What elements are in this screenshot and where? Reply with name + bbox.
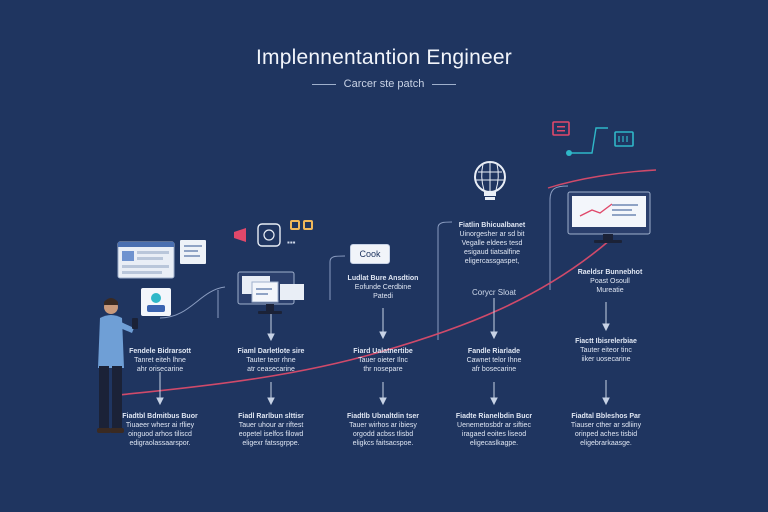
- mid-label-col3: Fiard Ualatnertibe Tauer oieter Ilnc thr…: [333, 347, 433, 374]
- network-nodes-icon: [552, 121, 634, 156]
- bottom-label-line: eligexr fatssgrppe.: [242, 440, 300, 447]
- bottom-label-title: Fiadl Rarlbun slttisr: [238, 413, 304, 420]
- arrowhead-col4-b: [490, 397, 498, 406]
- bottom-label-col1: Fiadtbl Bdmitbus Buor Tiuaeer whesr ai r…: [110, 412, 210, 448]
- bottom-label-line: Tauer wirhos ar ibiesy: [349, 422, 417, 429]
- top-label-col4: Fiatlin Bhicualbanet Uinorgesher ar sd b…: [442, 221, 542, 266]
- connector-3: [329, 255, 346, 300]
- top-label-title: Raeldsr Bunnebhot: [577, 269, 643, 276]
- document-card-icon: [180, 240, 206, 264]
- bottom-label-line: oinguod arhos tiliscd: [128, 431, 192, 438]
- bottom-label-line: iragaed eoites liseod: [461, 431, 527, 438]
- bottom-label-line: eligecaslkagpe.: [469, 440, 519, 447]
- arrowhead-col5-a: [602, 323, 610, 332]
- engineer-person-figure: [97, 298, 138, 433]
- bottom-label-line: eligkcs faitsacspoe.: [352, 440, 414, 447]
- bottom-label-title: Fiadte Rianelbdin Bucr: [455, 413, 533, 420]
- bottom-label-col2: Fiadl Rarlbun slttisr Tauer uhour ar rif…: [221, 412, 321, 448]
- bottom-label-line: edigraolassaarspor.: [129, 440, 191, 447]
- career-path-curve: [117, 239, 611, 396]
- arrowhead-col3-b: [379, 397, 387, 406]
- branch-connectors: [159, 185, 569, 340]
- bottom-label-col3: Fiadtlb Ubnaltdin tser Tauer wirhos ar i…: [333, 412, 433, 448]
- mid-label-line: iiker uosecarine: [581, 356, 631, 363]
- top-label-line: esigaud tiatsalfine: [463, 249, 521, 256]
- page-subtitle: Carcer ste patch: [343, 78, 425, 90]
- mid-label-col2: Fiaml Darletlote sire Tauter teor rhne a…: [221, 347, 321, 374]
- bottom-label-line: orinped aches tisbid: [574, 431, 638, 438]
- mid-label-title: Fiard Ualatnertibe: [353, 348, 413, 355]
- mid-label-line: Tauter teor rhne: [246, 357, 296, 364]
- top-label-line: Patedi: [373, 293, 393, 300]
- mid-label-line: Tanret eiteh lhne: [134, 357, 186, 364]
- bottom-label-title: Fiadtbl Bdmitbus Buor: [122, 413, 198, 420]
- mid-label-line: Tauter eiteor tinc: [580, 347, 632, 354]
- connector-5: [549, 185, 569, 290]
- arrowhead-col5-b: [602, 397, 610, 406]
- top-label-line: eligercassgaspet,: [464, 258, 520, 265]
- connector-1: [159, 286, 226, 319]
- profile-card-icon: [141, 288, 171, 316]
- mid-label-col4: Fandle Riarlade Cawnet telor Ihne afr bo…: [444, 347, 544, 374]
- laptop-stack-icon: [237, 271, 304, 314]
- mid-label-title: Fiaml Darletlote sire: [237, 348, 305, 355]
- mid-label-title: Fandle Riarlade: [467, 348, 521, 355]
- arrowhead-col1-a: [156, 397, 164, 406]
- subtitle-dash-left: [311, 83, 336, 85]
- lightbulb-icon: [474, 161, 506, 200]
- arrowhead-col3-a: [379, 331, 387, 340]
- bottom-label-title: Fiadtlb Ubnaltdin tser: [347, 413, 419, 420]
- career-path-top-curve: [547, 169, 657, 189]
- mid-label-line: Cawnet telor Ihne: [466, 357, 522, 364]
- monitor-caption: Corycr Sloat: [471, 288, 516, 297]
- mid-label-title: Fendele Bidrarsott: [129, 348, 191, 355]
- bottom-label-line: Tiuaeer whesr ai rfliey: [125, 422, 195, 429]
- mid-label-col1: Fendele Bidrarsott Tanret eiteh lhne ahr…: [110, 347, 210, 374]
- bottom-label-col4: Fiadte Rianelbdin Bucr Uenemetosbdr ar s…: [444, 412, 544, 448]
- bottom-label-line: Tauer uhour ar riftest: [238, 422, 304, 429]
- top-label-col3: Ludlat Bure Ansdtion Eofunde Cerdbine Pa…: [333, 274, 433, 301]
- top-label-line: Eofunde Cerdbine: [354, 284, 412, 291]
- mid-label-line: thr nosepare: [363, 366, 403, 373]
- mid-label-line: ahr orisecarine: [136, 366, 184, 373]
- mid-label-line: Tauer oieter Ilnc: [358, 357, 408, 364]
- bottom-label-col5: Fiadtal Bbleshos Par Tiauser cther ar sd…: [556, 412, 656, 448]
- bottom-label-line: orgodd acbss tlisbd: [352, 431, 414, 438]
- bottom-label-line: Tiauser cther ar sdliiny: [570, 422, 642, 429]
- arrowhead-col2-b: [267, 397, 275, 406]
- top-label-line: Poast Osoull: [590, 278, 630, 285]
- bottom-label-line: eligebrarkaasge.: [580, 440, 632, 447]
- subtitle-dash-right: [432, 83, 457, 85]
- mid-label-title: Fiactt Ibisrelerbiae: [575, 338, 637, 345]
- top-label-col5: Raeldsr Bunnebhot Poast Osoull Mureatie: [560, 268, 660, 295]
- arrowhead-col4-a: [490, 331, 498, 340]
- mid-label-line: afr bosecarine: [471, 366, 517, 373]
- bottom-label-line: Uenemetosbdr ar siftiec: [457, 422, 531, 429]
- mid-label-col5: Fiactt Ibisrelerbiae Tauter eiteor tinc …: [556, 337, 656, 364]
- bottom-label-line: eopetel iselfos filowd: [238, 431, 304, 438]
- mid-label-line: atr ceasecarine: [247, 366, 295, 373]
- social-icons-cluster: [234, 220, 313, 247]
- arrowhead-col2-a: [267, 333, 275, 342]
- top-label-line: Uinorgesher ar sd bit: [459, 231, 525, 238]
- cookbook-tag: Cook: [350, 244, 390, 264]
- analytics-monitor-icon: [567, 191, 651, 243]
- top-label-line: Mureatie: [596, 287, 624, 294]
- connector-4: [437, 221, 453, 340]
- dashboard-window-icon: [117, 241, 175, 279]
- top-label-title: Ludlat Bure Ansdtion: [347, 275, 419, 282]
- bottom-label-title: Fiadtal Bbleshos Par: [571, 413, 641, 420]
- top-label-line: Vegalle eldees tesd: [461, 240, 523, 247]
- social-caption: ▪▪▪: [287, 238, 296, 247]
- page-title: Implennentantion Engineer: [255, 46, 512, 69]
- page-subtitle-row: Carcer ste patch: [0, 78, 768, 90]
- top-label-title: Fiatlin Bhicualbanet: [458, 222, 526, 229]
